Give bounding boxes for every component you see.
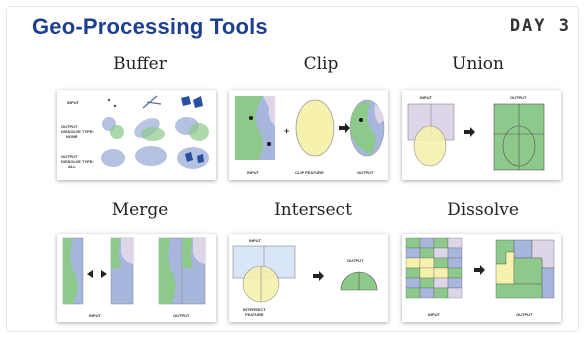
merge-diagram: INPUT OUTPUT: [57, 234, 216, 322]
merge-output-green-right: [182, 238, 193, 268]
buffer-output-none-label-3: NONE: [66, 134, 78, 139]
clip-input-green: [235, 96, 263, 160]
clip-output-green: [350, 101, 376, 154]
buffer-input-point: [107, 98, 111, 102]
buffer-diagram: INPUT OUTPUT DISSOLVE TYPE: NONE OUTPUT …: [57, 90, 216, 180]
clip-label: Clip: [303, 54, 339, 74]
intersect-input-label: INPUT: [249, 238, 262, 243]
union-input-label: INPUT: [420, 95, 433, 100]
day-badge: DAY 3: [509, 16, 571, 36]
union-label: Union: [452, 54, 504, 74]
buffer-output-none-label-1: OUTPUT: [61, 124, 78, 129]
dissolve-input-label: INPUT: [428, 312, 441, 317]
dissolve-output-map: [495, 239, 555, 299]
arrow-left-icon: [87, 270, 93, 278]
buffer-input-point: [113, 104, 117, 108]
dissolve-output-label: OUTPUT: [516, 312, 533, 317]
buffer-none-shape: [110, 125, 124, 139]
clip-input-label: INPUT: [247, 170, 260, 175]
plus-icon: +: [284, 126, 289, 136]
slide-border: [6, 6, 579, 332]
union-diagram: INPUT OUTPUT: [402, 90, 561, 180]
buffer-none-shape: [141, 127, 165, 141]
merge-input-label: INPUT: [89, 313, 102, 318]
arrow-right-icon: [474, 265, 485, 275]
buffer-output-all-label-3: ALL: [68, 164, 76, 169]
buffer-output-none-label-2: DISSOLVE TYPE:: [61, 129, 94, 134]
buffer-output-all-label-1: OUTPUT: [61, 154, 78, 159]
buffer-all-polygon: [197, 154, 204, 163]
buffer-none-shape: [189, 123, 209, 141]
clip-input-point: [267, 142, 271, 146]
dissolve-diagram: INPUT OUTPUT: [402, 234, 561, 322]
merge-output-lavender: [193, 238, 205, 264]
dissolve-label: Dissolve: [447, 200, 519, 220]
arrow-right-icon: [313, 271, 324, 281]
intersect-feature-label-2: FEATURE: [245, 312, 264, 317]
buffer-output-all-label-2: DISSOLVE TYPE:: [61, 159, 94, 164]
buffer-input-polygon: [193, 96, 203, 108]
intersect-output-label: OUTPUT: [347, 258, 364, 263]
clip-feature-label: CLIP FEATURE: [295, 170, 324, 175]
merge-output-green-left: [159, 238, 176, 304]
arrow-right-icon: [101, 270, 107, 278]
buffer-all-polygon: [185, 152, 193, 162]
clip-output-lavender: [374, 104, 384, 124]
buffer-input-line: [146, 101, 162, 105]
merge-label: Merge: [111, 200, 169, 220]
clip-output-point: [359, 118, 363, 122]
clip-output-label: OUTPUT: [357, 170, 374, 175]
buffer-all-shape: [101, 149, 125, 167]
buffer-input-label: INPUT: [67, 100, 80, 105]
merge-input-left-green: [63, 238, 78, 304]
intersect-label: Intersect: [274, 200, 352, 220]
merge-output-label: OUTPUT: [173, 313, 190, 318]
clip-diagram: + INPUT CLIP FEATURE OUTPUT: [229, 90, 388, 180]
union-output-ellipse: [502, 125, 536, 167]
clip-input-lavender: [263, 96, 275, 126]
buffer-all-shape: [177, 147, 209, 169]
intersect-feature-label-1: INTERSECT: [243, 307, 266, 312]
page-title: Geo-Processing Tools: [32, 14, 268, 39]
intersect-diagram: INPUT INTERSECT FEATURE OUTPUT: [229, 234, 388, 322]
union-input-ellipse: [413, 125, 447, 167]
clip-feature-ellipse: [295, 99, 335, 157]
arrow-right-icon: [339, 123, 350, 133]
merge-input-right-green: [111, 238, 121, 268]
clip-input-point: [249, 116, 253, 120]
buffer-all-shape: [135, 146, 167, 166]
buffer-label: Buffer: [113, 54, 167, 74]
buffer-input-polygon: [181, 96, 191, 106]
union-output-label: OUTPUT: [510, 95, 527, 100]
dissolve-input-map: [405, 237, 463, 299]
arrow-right-icon: [464, 127, 475, 137]
merge-input-right-lavender: [121, 238, 133, 264]
